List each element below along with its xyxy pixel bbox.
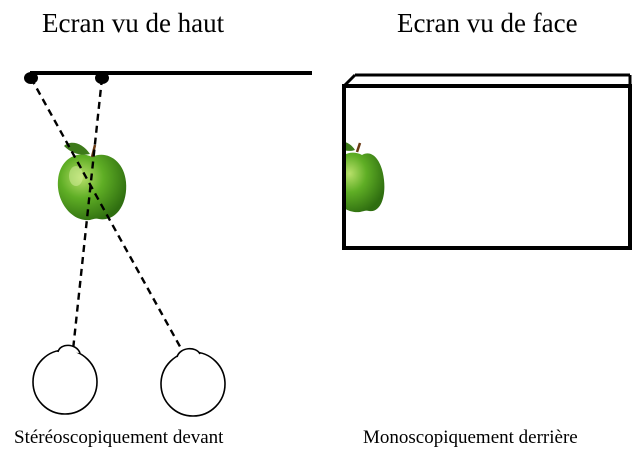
monoscopic-caption: Monoscopiquement derrière xyxy=(363,427,578,448)
left-sight-line xyxy=(29,77,185,353)
stereoscopic-caption: Stéréoscopiquement devant xyxy=(14,427,224,448)
top-view-title: Ecran vu de haut xyxy=(42,8,225,38)
right-sight-line xyxy=(71,77,104,351)
sight-lines xyxy=(29,77,185,353)
top-view-screen xyxy=(24,71,312,84)
apple-icon xyxy=(57,142,127,221)
front-view-title: Ecran vu de face xyxy=(397,8,578,38)
left-eye-icon xyxy=(32,344,98,415)
front-view-screen xyxy=(342,73,632,250)
right-eye-icon xyxy=(160,347,226,417)
clipped-apple-icon xyxy=(344,142,385,213)
